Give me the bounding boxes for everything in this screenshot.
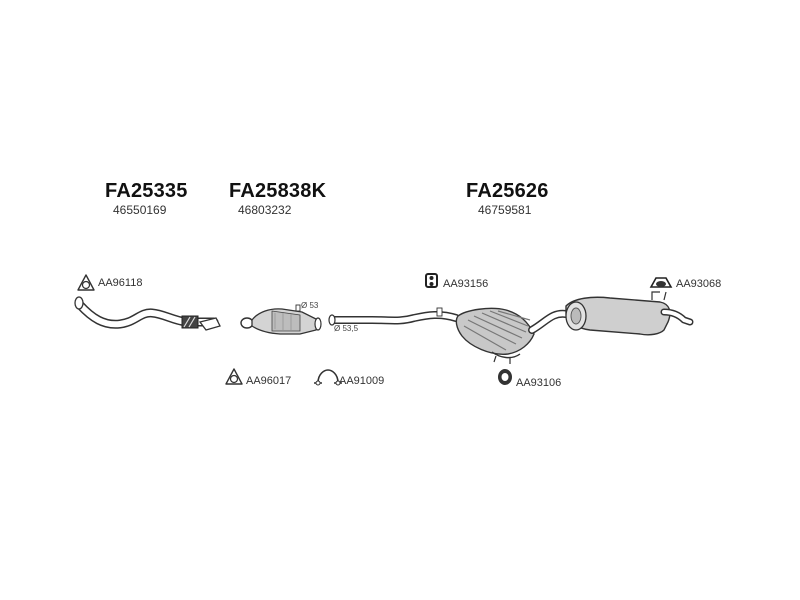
dimension-label-53-5: Ø 53,5 xyxy=(334,324,359,333)
rubber-hanger-icon xyxy=(425,273,438,288)
part-number-catalytic-converter: 46803232 xyxy=(238,203,292,217)
rear-muffler-icon xyxy=(565,291,694,336)
gasket-icon xyxy=(225,368,243,385)
center-silencer-icon xyxy=(455,307,535,364)
part-code-rear-system: FA25626 xyxy=(466,180,549,202)
accessory-label-aa93068: AA93068 xyxy=(676,278,722,290)
accessory-label-aa96017: AA96017 xyxy=(246,375,292,387)
catalytic-converter-icon xyxy=(240,304,322,335)
clamp-icon xyxy=(314,369,342,386)
accessory-label-aa93156: AA93156 xyxy=(443,278,489,290)
rubber-ring-icon xyxy=(498,369,512,385)
bracket-hanger-icon xyxy=(649,277,673,288)
part-number-front-pipe: 46550169 xyxy=(113,203,167,217)
front-pipe-icon xyxy=(74,296,221,331)
part-code-front-pipe: FA25335 xyxy=(105,180,188,202)
rear-pipe-icon xyxy=(328,307,460,326)
accessory-label-aa91009: AA91009 xyxy=(339,375,385,387)
accessory-label-aa96118: AA96118 xyxy=(98,277,143,289)
accessory-label-aa93106: AA93106 xyxy=(516,377,562,389)
part-number-rear-system: 46759581 xyxy=(478,203,532,217)
part-code-catalytic-converter: FA25838K xyxy=(229,180,327,202)
gasket-icon xyxy=(77,274,95,291)
dimension-label-53: Ø 53 xyxy=(301,301,319,310)
